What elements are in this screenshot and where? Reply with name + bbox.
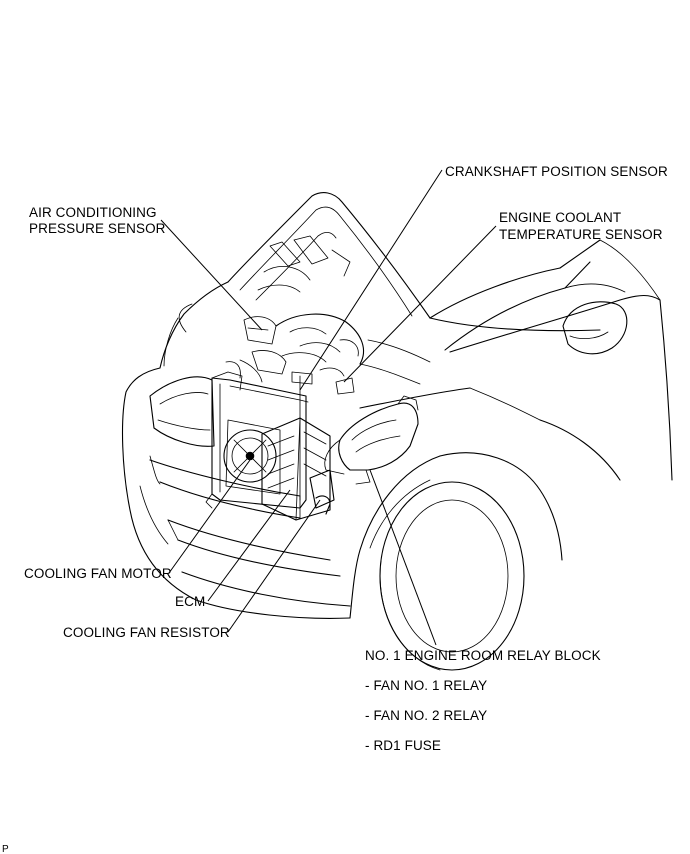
vehicle-illustration — [121, 192, 673, 671]
leader-lines — [160, 169, 497, 646]
leader-ac-pressure-sensor — [160, 219, 263, 331]
ac-pressure-sensor-label-line2: PRESSURE SENSOR — [29, 221, 166, 236]
leader-engine-coolant-temp-sensor — [343, 225, 497, 383]
leader-cooling-fan-resistor — [227, 499, 321, 633]
leader-crankshaft-position-sensor — [299, 169, 443, 391]
figure-code: P — [2, 844, 9, 854]
cooling-fan-motor-label: COOLING FAN MOTOR — [24, 566, 172, 581]
relay-item-rd1-fuse: - RD1 FUSE — [365, 738, 441, 753]
relay-item-fan-no2: - FAN NO. 2 RELAY — [365, 708, 487, 723]
leader-relay-block — [369, 469, 437, 646]
ac-pressure-sensor-label-line1: AIR CONDITIONING — [29, 205, 157, 220]
ecm-label: ECM — [175, 594, 205, 609]
engine-coolant-temp-sensor-label-line2: TEMPERATURE SENSOR — [499, 227, 663, 242]
cooling-fan-resistor-label: COOLING FAN RESISTOR — [63, 625, 230, 640]
leader-cooling-fan-motor — [168, 459, 251, 574]
engine-coolant-temp-sensor-label-line1: ENGINE COOLANT — [499, 210, 621, 225]
crankshaft-position-sensor-label: CRANKSHAFT POSITION SENSOR — [445, 164, 668, 179]
leader-ecm — [207, 489, 291, 602]
relay-block-label: NO. 1 ENGINE ROOM RELAY BLOCK — [365, 648, 601, 663]
relay-item-fan-no1: - FAN NO. 1 RELAY — [365, 678, 487, 693]
